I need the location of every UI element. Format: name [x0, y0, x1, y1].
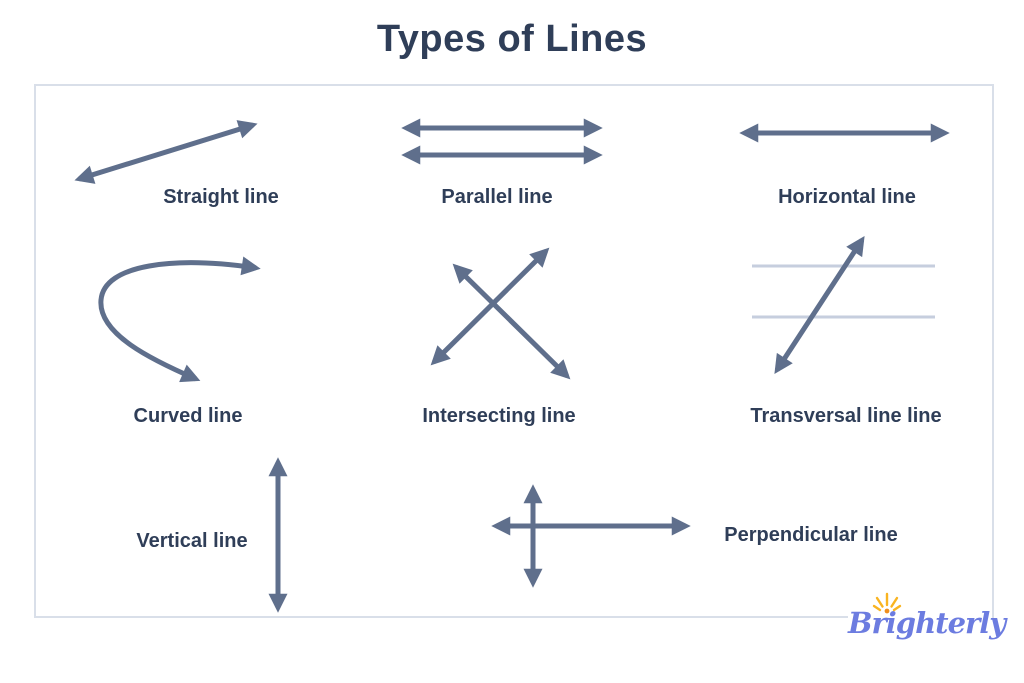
- perpendicular-line-label: Perpendicular line: [724, 524, 898, 546]
- logo-text: Brighterly: [848, 606, 1006, 640]
- transversal-line-label: Transversal line line: [750, 405, 942, 427]
- diagram-box: [34, 84, 994, 618]
- intersecting-line-label: Intersecting line: [422, 405, 576, 427]
- brighterly-logo: Brighterly: [848, 592, 1006, 654]
- parallel-line-label: Parallel line: [441, 186, 553, 208]
- straight-line-label: Straight line: [163, 186, 279, 208]
- sun-rays-icon: [872, 592, 902, 614]
- curved-line-label: Curved line: [133, 405, 243, 427]
- vertical-line-label: Vertical line: [136, 530, 248, 552]
- page-title: Types of Lines: [376, 18, 648, 60]
- horizontal-line-label: Horizontal line: [778, 186, 916, 208]
